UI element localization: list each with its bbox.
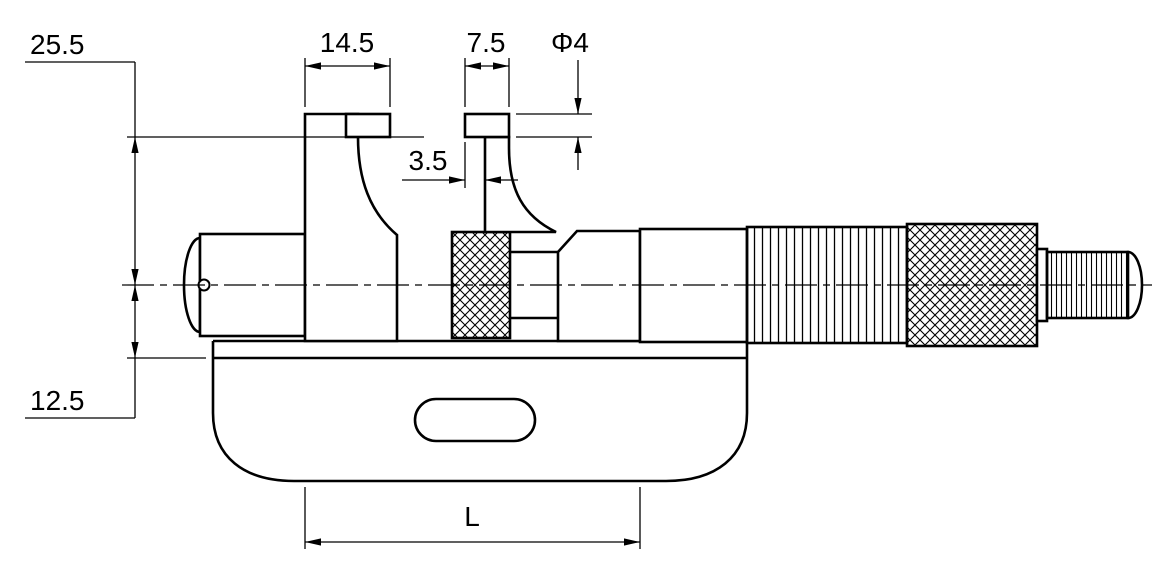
spindle-shaft (510, 250, 558, 320)
dimension-movable-jaw-width: 7.5 (464, 27, 510, 107)
frame-boss (556, 229, 642, 343)
dimension-overall-length: L (304, 487, 641, 549)
dimension-label: 14.5 (320, 27, 375, 58)
dimension-label: 12.5 (30, 385, 85, 416)
dimension-step-width: 3.5 (402, 142, 518, 188)
dimension-label: 7.5 (467, 27, 506, 58)
movable-jaw (483, 135, 557, 234)
dimension-lower-height: 12.5 (25, 285, 206, 419)
dimension-upper-height: 25.5 (25, 29, 424, 285)
dimensions: 25.5 12.5 14.5 7.5 (25, 27, 641, 549)
frame-slot (413, 397, 537, 443)
dimension-label: 3.5 (409, 145, 448, 176)
dimension-fixed-jaw-width: 14.5 (304, 27, 391, 107)
frame-outline (211, 341, 749, 483)
movable-jaw-tip (463, 112, 511, 139)
dimension-label: Φ4 (551, 27, 589, 58)
dimension-label: 25.5 (30, 29, 85, 60)
dimension-label: L (464, 501, 480, 532)
frame (211, 339, 749, 483)
fixed-jaw-tip (344, 112, 392, 139)
dimension-tip-diameter: Φ4 (516, 27, 592, 170)
